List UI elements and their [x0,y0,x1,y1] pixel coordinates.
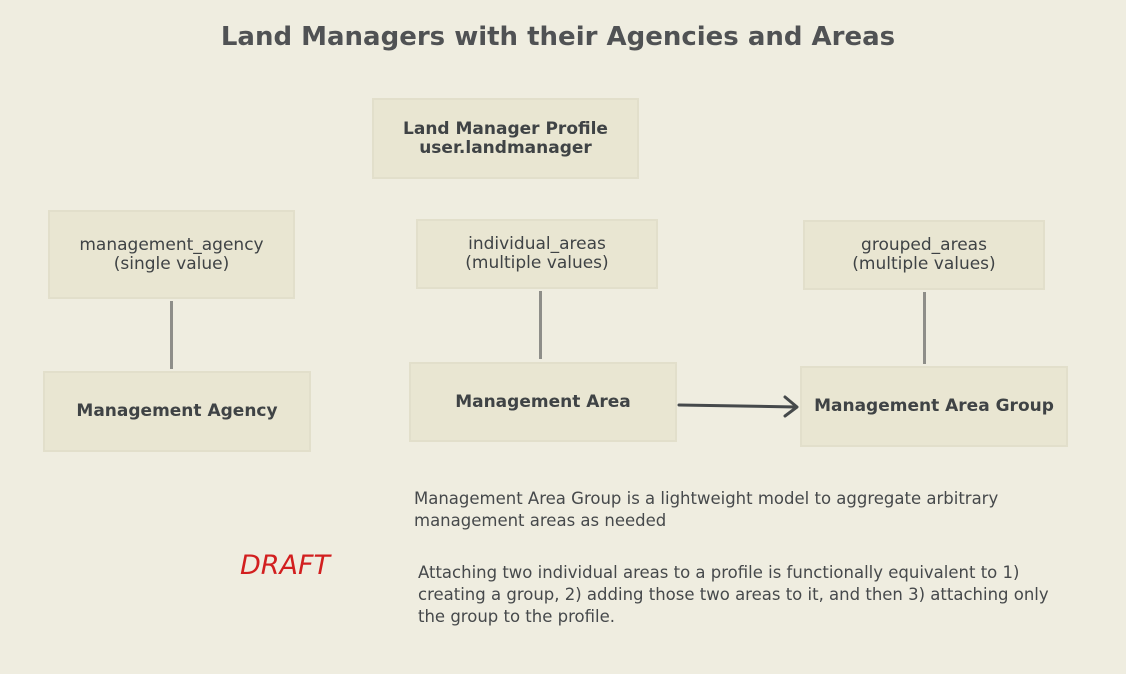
profile-name: Land Manager Profile [403,118,608,139]
group-description-note: Management Area Group is a lightweight m… [414,489,999,530]
management-agency-field-name: management_agency [79,234,264,255]
individual-areas-field-cardinality: (multiple values) [465,253,609,273]
management-area-box: Management Area [409,362,677,442]
management-area-label: Management Area [455,391,631,412]
diagram-title: Land Managers with their Agencies and Ar… [220,22,896,52]
management-agency-field-box: management_agency (single value) [48,210,295,299]
profile-model: user.landmanager [419,137,592,158]
management-agency-box: Management Agency [43,371,311,452]
management-agency-field-cardinality: (single value) [113,253,230,274]
individual-areas-connector-line [539,291,542,359]
grouped-areas-field-name: grouped_areas [861,235,987,255]
management-area-group-label: Management Area Group [814,396,1054,416]
individual-areas-field-box: individual_areas (multiple values) [416,219,658,289]
grouped-areas-field-cardinality: (multiple values) [852,254,996,274]
management-agency-label: Management Agency [76,401,278,421]
grouped-areas-field-box: grouped_areas (multiple values) [803,220,1045,290]
individual-areas-field-name: individual_areas [468,234,606,254]
grouped-areas-connector-line [923,292,926,364]
agency-connector-line [170,301,173,369]
equivalence-note: Attaching two individual areas to a prof… [418,563,1049,626]
land-manager-profile-box: Land Manager Profile user.landmanager [372,98,639,179]
draft-label: DRAFT [240,550,331,581]
management-area-group-box: Management Area Group [800,366,1068,447]
area-to-group-arrow [677,395,799,418]
